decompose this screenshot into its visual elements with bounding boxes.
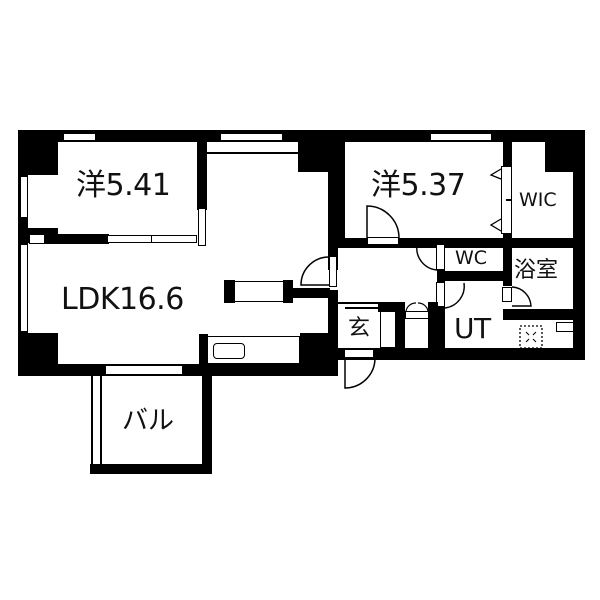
door-entrance-leaf (344, 349, 374, 358)
door-wc-leaf (436, 244, 445, 270)
wall-storage-right (428, 302, 438, 350)
wall-kitchen-left (199, 334, 208, 376)
wall-ldk-right (328, 130, 338, 270)
kitchen-counter (234, 281, 284, 302)
room-label-ldk: LDK16.6 (61, 282, 184, 317)
room-label-bathroom: 浴室 (514, 258, 559, 283)
wall-balcony-bottom (90, 464, 212, 474)
window-left-room1 (20, 176, 28, 218)
door-room2-leaf (367, 237, 399, 245)
sliding-door-room1-b (151, 235, 197, 243)
pillar-top-left (18, 130, 58, 175)
wic-door-divider (506, 199, 512, 201)
wall-room1-right (197, 130, 207, 210)
window-room2 (430, 133, 492, 141)
wall-wc-bottom (437, 271, 512, 281)
wall-entrance-top (338, 302, 378, 304)
wall-kitchen-stub (290, 288, 330, 298)
pillar-bottom-left (18, 333, 58, 376)
door-ut-leaf (436, 282, 445, 307)
wic-door-hinge-icon (489, 168, 502, 232)
door-ut-swing-icon (444, 282, 465, 309)
storage-double-door-swing-icon (405, 302, 429, 312)
counter-end-left (224, 280, 235, 303)
wall-bottom-right (335, 348, 585, 360)
room-label-balcony: バル (122, 406, 175, 436)
room-label-utility: UT (454, 312, 491, 345)
balcony-rail-inner (100, 376, 102, 466)
wall-ldk-right-lower (328, 290, 338, 376)
balcony-rail-outer (91, 376, 93, 466)
window-balcony (105, 365, 183, 375)
door-wc-swing-icon (416, 244, 438, 271)
entrance-step-line (345, 307, 378, 309)
door-ldk-hall-swing-icon (300, 256, 330, 286)
door-room2-swing-icon (366, 205, 400, 239)
shoe-cabinet (380, 311, 396, 348)
pillar-top-right (545, 130, 585, 172)
wall-bath-bottom (503, 309, 585, 320)
counter-end-right (283, 280, 293, 303)
door-bath-leaf (502, 287, 512, 302)
shoe-cabinet-top (378, 302, 403, 312)
door-entrance-swing-icon (344, 357, 376, 389)
storage-double-door (405, 311, 429, 319)
wall-room1-bottom-b (44, 234, 109, 244)
wall-balcony-right (202, 364, 212, 474)
closet-door-room1 (198, 208, 206, 246)
wall-room2-left (335, 130, 345, 248)
room-label-entrance: 玄 (348, 316, 371, 341)
window-ldk-top (220, 133, 283, 141)
wall-room2-bottom (335, 238, 585, 248)
shoe-cabinet-right (395, 302, 405, 350)
ldk-shelf-line (207, 152, 299, 154)
kitchen-sink-icon (213, 343, 245, 359)
room-label-wc: WC (455, 247, 488, 269)
washing-machine-pan-icon (519, 325, 543, 349)
room-label-western-2: 洋5.37 (371, 168, 466, 203)
bath-vent-window (556, 322, 574, 332)
room-label-western-1: 洋5.41 (76, 168, 171, 203)
door-bath-swing-icon (511, 286, 532, 307)
wall-bath-left (503, 248, 512, 286)
room-label-wic: WIC (519, 189, 557, 211)
door-ldk-hall-leaf (329, 256, 337, 287)
window-room1 (63, 133, 96, 141)
sliding-door-room1-a (107, 235, 152, 243)
wall-room1-notch (29, 234, 45, 244)
window-left-ldk (20, 244, 28, 332)
